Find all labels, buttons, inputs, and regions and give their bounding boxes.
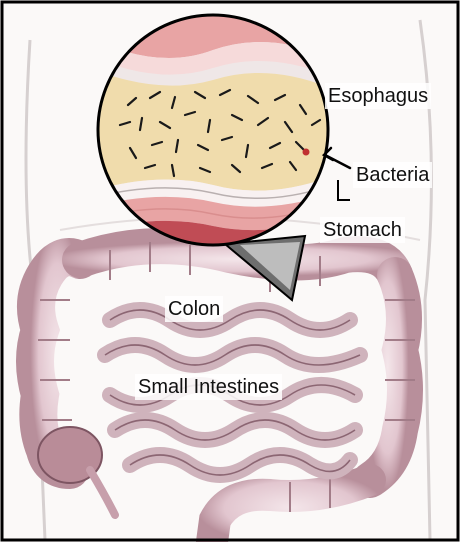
small-intestines-label: Small Intestines [135,374,282,400]
esophagus-label: Esophagus [325,83,431,109]
highlighted-bacterium [303,149,310,156]
bacteria-label: Bacteria [353,162,432,188]
stomach-label: Stomach [320,217,405,243]
colon-label: Colon [165,296,223,322]
